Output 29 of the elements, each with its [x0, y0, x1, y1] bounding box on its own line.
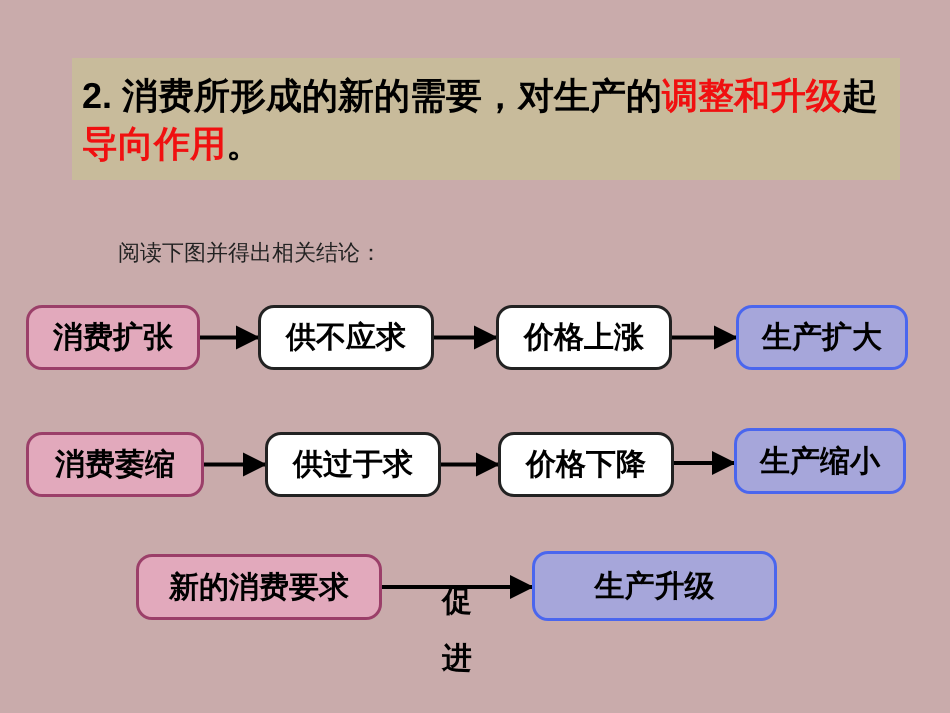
node-text: 新的消费要求 — [169, 568, 349, 606]
process-box — [498, 432, 674, 497]
arrow — [674, 451, 736, 475]
node-text: 价格下降 — [526, 446, 646, 484]
process-box — [136, 554, 382, 620]
arrow — [200, 326, 260, 350]
arrow — [204, 452, 267, 476]
process-box — [736, 305, 908, 370]
node-text: 供过于求 — [293, 446, 413, 484]
node-text: 生产升级 — [594, 568, 714, 606]
node-text: 消费萎缩 — [55, 446, 175, 484]
node-text: 价格上涨 — [524, 319, 644, 357]
process-box — [734, 428, 906, 494]
process-box — [265, 432, 441, 497]
arrow — [382, 575, 534, 599]
arrow — [434, 326, 498, 350]
process-box — [258, 305, 434, 370]
arrow — [672, 326, 738, 350]
process-box — [532, 551, 777, 621]
arrow — [441, 452, 500, 476]
node-text: 生产扩大 — [762, 319, 882, 357]
instruction-text: 阅读下图并得出相关结论： — [118, 240, 382, 268]
title-banner: 2. 消费所形成的新的需要，对生产的调整和升级起导向作用。 — [72, 58, 900, 180]
process-box — [26, 432, 204, 497]
process-box — [26, 305, 200, 370]
node-text: 生产缩小 — [760, 442, 880, 480]
process-box — [496, 305, 672, 370]
node-text: 消费扩张 — [53, 319, 173, 357]
node-text: 供不应求 — [286, 319, 406, 357]
